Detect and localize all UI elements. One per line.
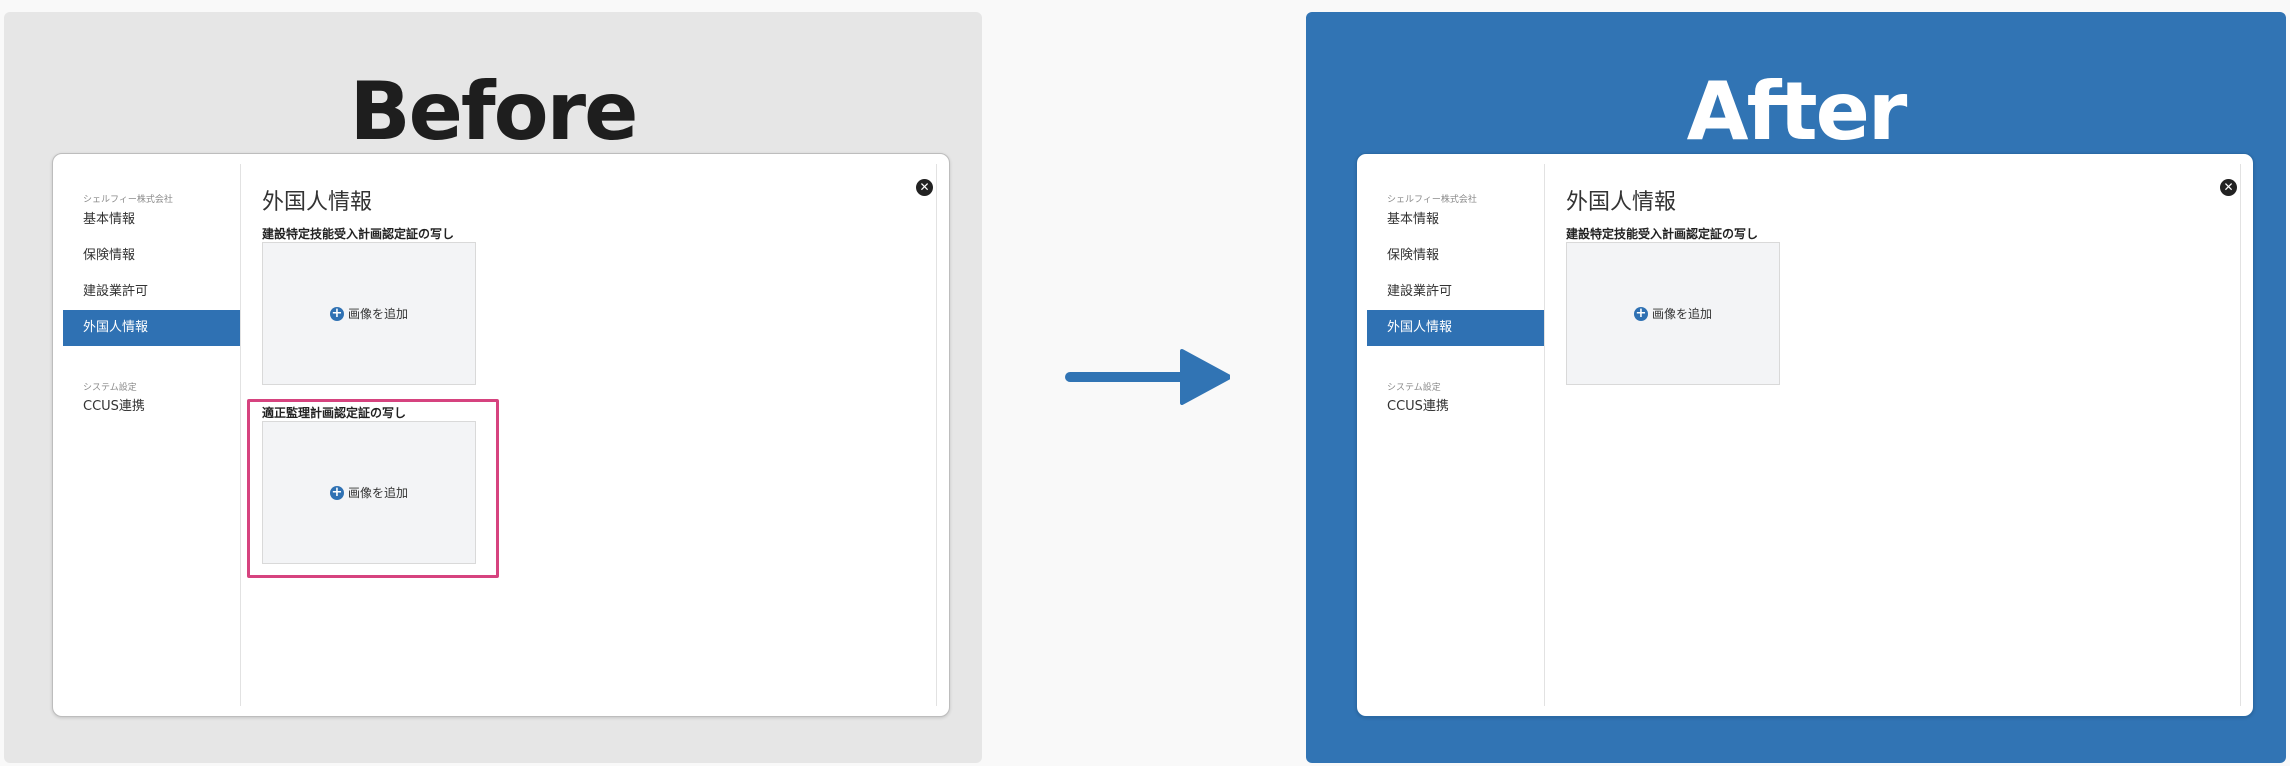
sidebar: シェルフィー株式会社 基本情報 保険情報 建設業許可 外国人情報 システム設定 …: [53, 164, 241, 706]
upload-box-supervision-plan[interactable]: + 画像を追加: [262, 421, 476, 564]
sidebar-item-basic-info[interactable]: 基本情報: [83, 212, 136, 227]
before-dialog: シェルフィー株式会社 基本情報 保険情報 建設業許可 外国人情報 システム設定 …: [52, 153, 950, 717]
after-dialog: シェルフィー株式会社 基本情報 保険情報 建設業許可 外国人情報 システム設定 …: [1356, 153, 2254, 717]
close-icon[interactable]: ✕: [2220, 179, 2237, 196]
before-heading: Before: [349, 65, 639, 158]
after-heading: After: [1686, 65, 1908, 158]
upload-box-acceptance-plan[interactable]: + 画像を追加: [1566, 242, 1780, 385]
scrollbar-track: [2240, 164, 2241, 706]
company-label: シェルフィー株式会社: [83, 195, 173, 205]
plus-circle-icon: +: [329, 484, 344, 500]
sidebar-item-ccus[interactable]: CCUS連携: [83, 399, 145, 414]
sidebar-item-foreigner-info[interactable]: 外国人情報: [1367, 310, 1544, 346]
system-settings-label: システム設定: [83, 383, 137, 393]
arrow-right-icon: [1065, 349, 1230, 405]
page-title: 外国人情報: [262, 190, 373, 215]
sidebar: シェルフィー株式会社 基本情報 保険情報 建設業許可 外国人情報 システム設定 …: [1357, 164, 1545, 706]
sidebar-item-ccus[interactable]: CCUS連携: [1387, 399, 1449, 414]
sidebar-item-construction-permit[interactable]: 建設業許可: [1387, 284, 1453, 299]
plus-circle-icon: +: [1633, 305, 1648, 321]
sidebar-item-insurance-info[interactable]: 保険情報: [83, 248, 136, 263]
before-panel: Before シェルフィー株式会社 基本情報 保険情報 建設業許可 外国人情報 …: [4, 12, 982, 763]
close-icon[interactable]: ✕: [916, 179, 933, 196]
section-label-supervision-plan: 適正監理計画認定証の写し: [262, 406, 407, 420]
sidebar-item-foreigner-info[interactable]: 外国人情報: [63, 310, 240, 346]
section-label-acceptance-plan: 建設特定技能受入計画認定証の写し: [1566, 227, 1759, 241]
sidebar-item-construction-permit[interactable]: 建設業許可: [83, 284, 149, 299]
section-label-acceptance-plan: 建設特定技能受入計画認定証の写し: [262, 227, 455, 241]
plus-circle-icon: +: [329, 305, 344, 321]
add-image-label: 画像を追加: [347, 307, 408, 321]
add-image-label: 画像を追加: [347, 486, 408, 500]
sidebar-item-basic-info[interactable]: 基本情報: [1387, 212, 1440, 227]
system-settings-label: システム設定: [1387, 383, 1441, 393]
content-area: 外国人情報 建設特定技能受入計画認定証の写し + 画像を追加: [1566, 154, 2253, 716]
scrollbar-track: [936, 164, 937, 706]
sidebar-item-insurance-info[interactable]: 保険情報: [1387, 248, 1440, 263]
highlight-box: [247, 399, 499, 578]
after-panel: After シェルフィー株式会社 基本情報 保険情報 建設業許可 外国人情報 シ…: [1306, 12, 2286, 763]
upload-box-acceptance-plan[interactable]: + 画像を追加: [262, 242, 476, 385]
content-area: 外国人情報 建設特定技能受入計画認定証の写し + 画像を追加 適正監理計画認定証…: [247, 154, 949, 716]
page-title: 外国人情報: [1566, 190, 1677, 215]
add-image-label: 画像を追加: [1651, 307, 1712, 321]
company-label: シェルフィー株式会社: [1387, 195, 1477, 205]
